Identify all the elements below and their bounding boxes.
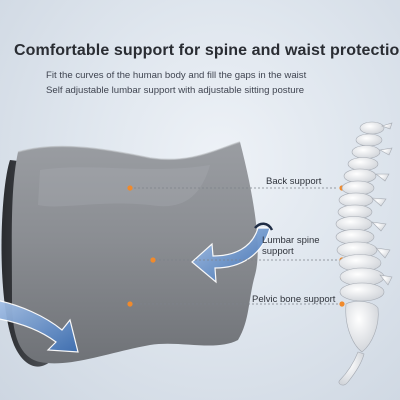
label-lumbar-line1: Lumbar spine	[262, 235, 320, 246]
label-lumbar-support: Lumbar spine support	[262, 235, 320, 257]
subtitle-curves: Fit the curves of the human body and fil…	[46, 70, 307, 81]
subtitle-adjustable: Self adjustable lumbar support with adju…	[46, 85, 305, 96]
label-back-support: Back support	[266, 176, 322, 187]
label-lumbar-line2: support	[262, 246, 294, 257]
callout-leaders	[132, 187, 338, 305]
marker-pelvic	[127, 301, 133, 307]
marker-pelvic-spine	[339, 301, 345, 307]
label-pelvic-support: Pelvic bone support	[252, 294, 336, 305]
marker-lumbar	[150, 257, 156, 263]
pressure-arrow-left-icon	[0, 300, 79, 353]
headline: Comfortable support for spine and waist …	[14, 42, 400, 59]
marker-back	[127, 185, 133, 191]
pressure-arrow-right-icon	[191, 222, 274, 284]
pillow-body	[11, 141, 258, 364]
spine-illustration-icon	[335, 121, 393, 386]
